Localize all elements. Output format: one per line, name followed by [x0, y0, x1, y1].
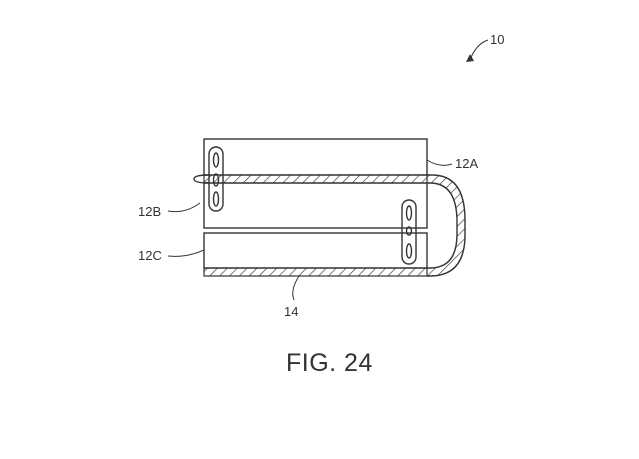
left-clip-slot-top [212, 152, 220, 168]
right-clip-body [401, 199, 417, 265]
label-10: 10 [490, 32, 504, 47]
right-clip [401, 199, 417, 265]
left-clip-body [208, 146, 224, 212]
right-clip-slot-bottom [405, 243, 413, 259]
device-reference: 10 [466, 32, 504, 62]
left-clip-slot-middle [212, 173, 220, 187]
leader-12a [426, 159, 453, 166]
left-clip [193, 146, 224, 212]
leader-arrow-10 [469, 39, 489, 61]
arrowhead-10 [466, 54, 474, 62]
label-12b: 12B [138, 204, 161, 219]
label-14: 14 [284, 304, 298, 319]
leader-14 [292, 275, 300, 301]
band-top-strip [203, 174, 428, 184]
left-clip-tab [193, 174, 210, 184]
band-bottom-strip [203, 267, 428, 277]
leader-12b [167, 202, 201, 213]
leader-12c [167, 249, 205, 257]
left-clip-slot-bottom [212, 191, 220, 207]
band-curve-hatch [427, 175, 465, 276]
label-12a: 12A [455, 156, 478, 171]
label-12c: 12C [138, 248, 162, 263]
panel-12a [203, 138, 428, 176]
panel-12b [203, 182, 428, 229]
figure-caption: FIG. 24 [286, 349, 373, 377]
panel-12c [203, 232, 428, 269]
right-clip-slot-middle [405, 226, 413, 236]
right-clip-slot-top [405, 205, 413, 221]
